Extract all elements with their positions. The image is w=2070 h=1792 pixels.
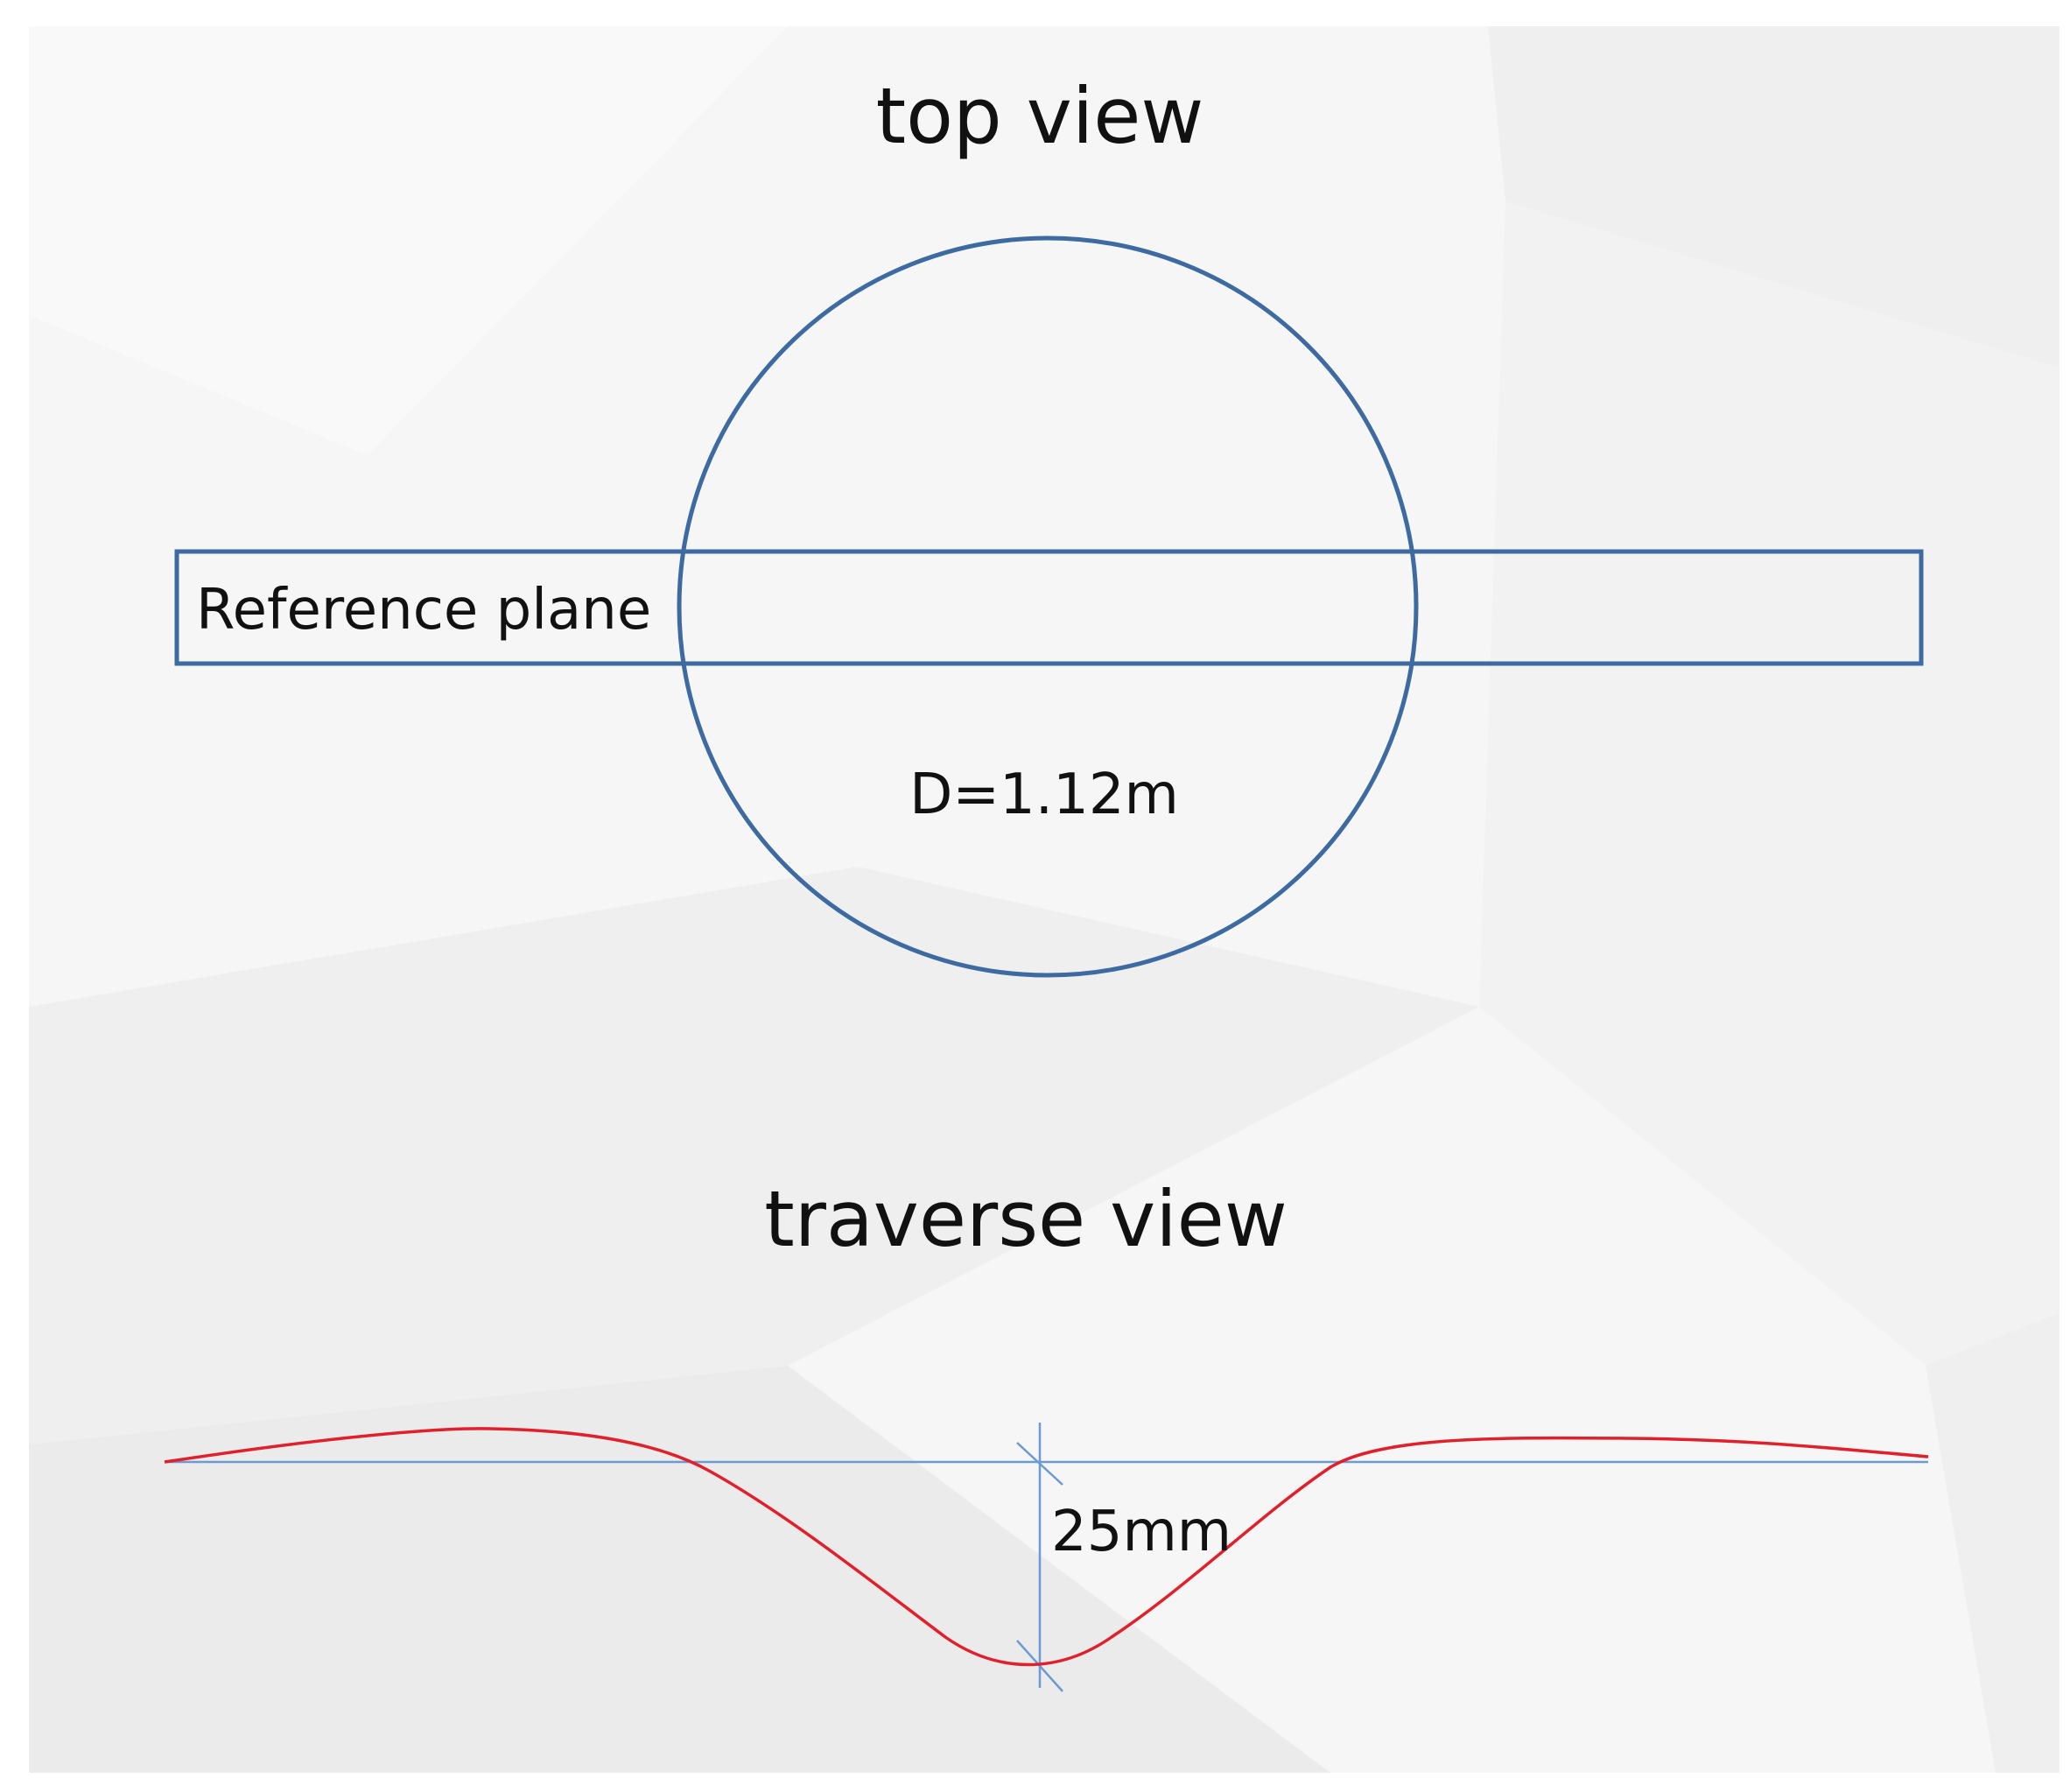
reference-plane-box <box>174 549 1924 666</box>
top-tick-mark <box>1016 1442 1063 1486</box>
diameter-label: D=1.12m <box>909 762 1179 827</box>
cylinder-circle <box>677 235 1419 978</box>
traverse-view-title: traverse view <box>764 1174 1288 1264</box>
deflection-profile-curve <box>164 1427 1929 1667</box>
reference-plane-label: Reference plane <box>196 578 651 643</box>
top-view-title: top view <box>876 71 1204 161</box>
depth-label: 25mm <box>1051 1500 1231 1564</box>
bottom-tick-mark <box>1016 1640 1063 1692</box>
